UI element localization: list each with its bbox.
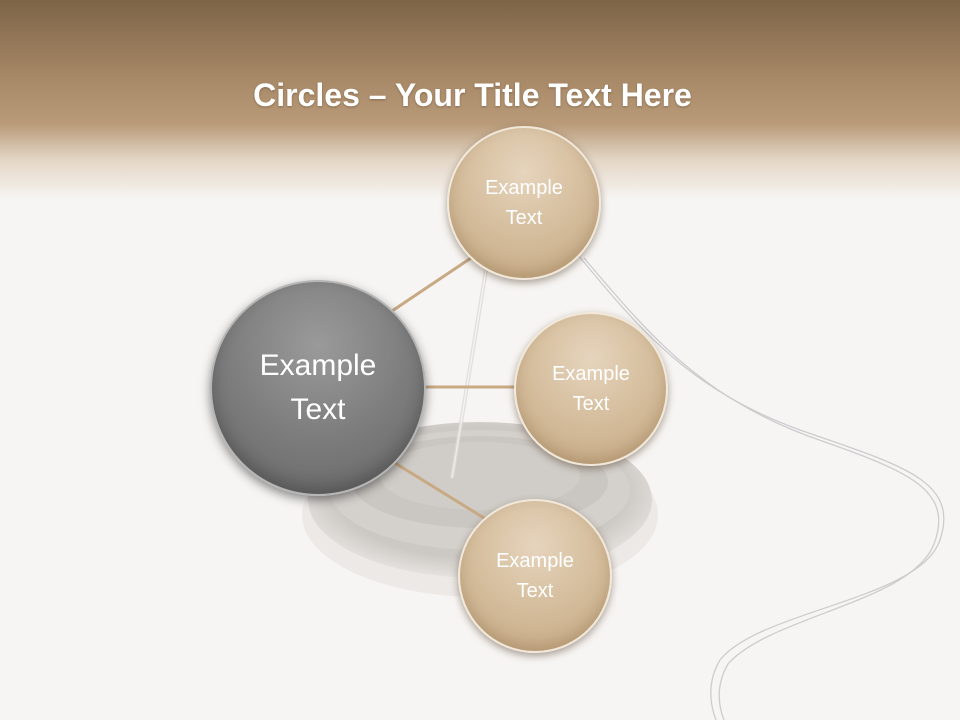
node-circle-middle: Example Text	[514, 312, 668, 466]
node-circle-bottom: Example Text	[458, 499, 612, 653]
node-label-top: Example Text	[485, 177, 563, 229]
title-bold-part: Circles	[253, 77, 360, 114]
slide-title: Circles – Your Title Text Here	[0, 73, 945, 117]
needle-image	[450, 269, 488, 479]
connector-lines	[390, 256, 518, 520]
connector-bottom	[393, 461, 486, 520]
connector-top	[390, 256, 473, 313]
node-circle-top: Example Text	[447, 126, 601, 280]
node-label-middle: Example Text	[552, 363, 630, 415]
node-label-bottom: Example Text	[496, 550, 574, 602]
center-circle: Example Text	[210, 280, 426, 496]
thread-image	[577, 254, 945, 720]
center-circle-label: Example Text	[259, 349, 377, 426]
title-rest: – Your Title Text Here	[359, 77, 692, 114]
